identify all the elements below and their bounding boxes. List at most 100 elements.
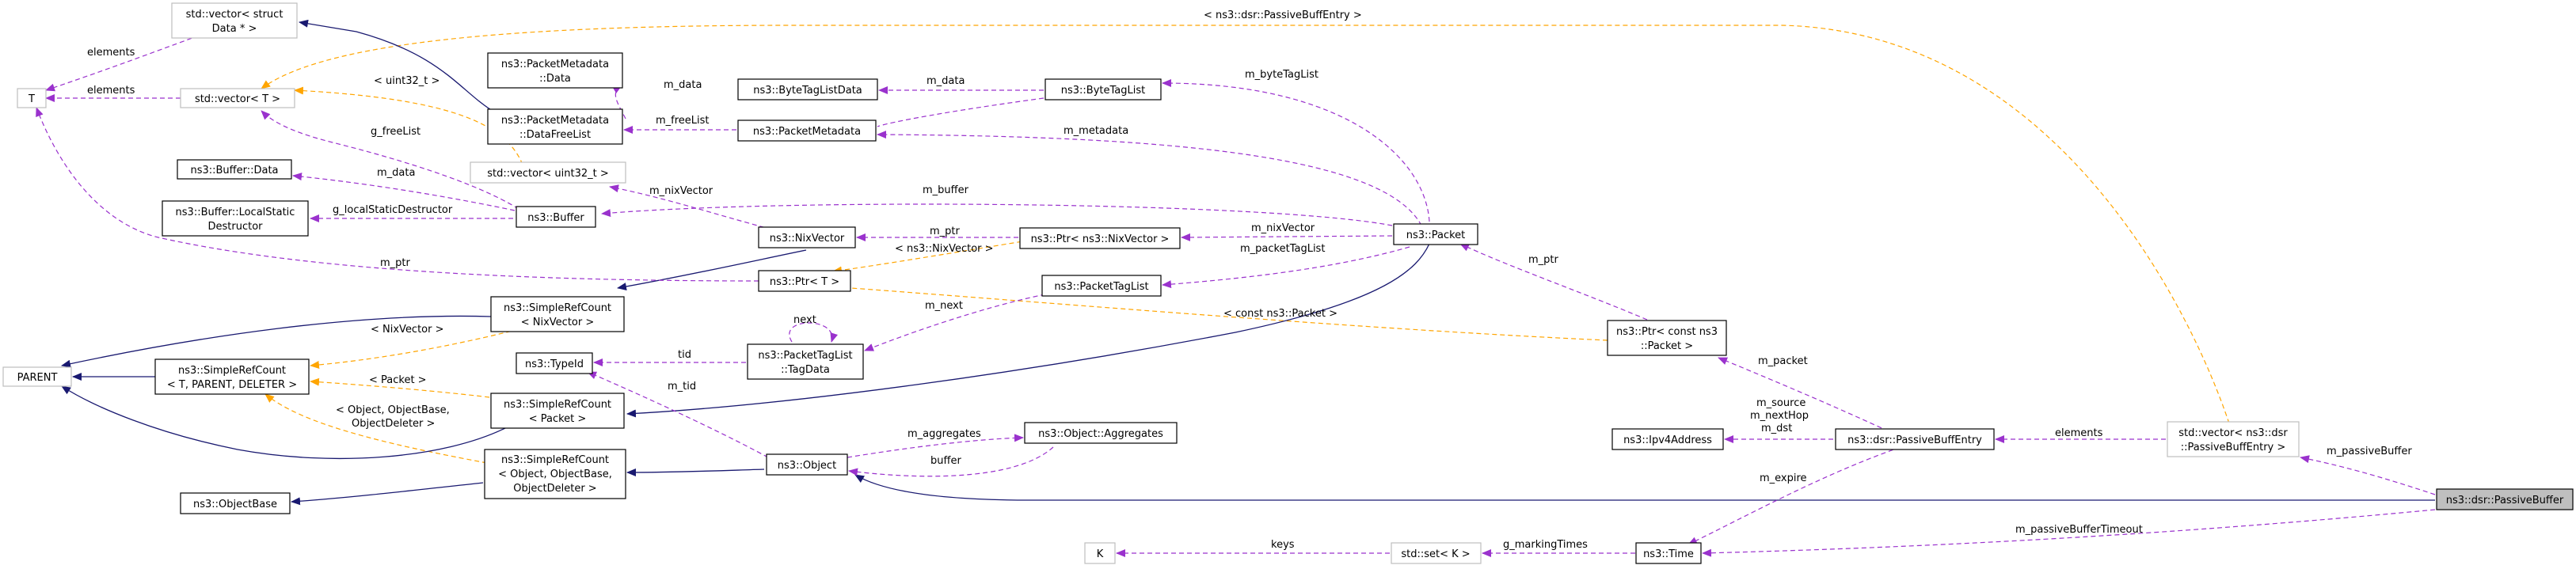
node-label: ns3::Object: [778, 460, 836, 472]
label-elements-3: elements: [2055, 427, 2103, 439]
node-packettaglist[interactable]: ns3::PacketTagList: [1041, 275, 1162, 297]
node-srcount-nix[interactable]: ns3::SimpleRefCount < NixVector >: [490, 296, 625, 332]
node-label: ns3::Object::Aggregates: [1038, 428, 1163, 440]
node-label: ::Data: [539, 73, 571, 85]
node-object[interactable]: ns3::Object: [766, 453, 848, 476]
label-elements-2: elements: [87, 85, 135, 97]
node-label: ns3::PacketMetadata: [501, 59, 609, 70]
node-label: ns3::PacketMetadata: [753, 126, 861, 138]
node-pm-dfl[interactable]: ns3::PacketMetadata ::DataFreeList: [487, 108, 623, 145]
label-g-markingtimes: g_markingTimes: [1503, 539, 1588, 551]
node-buffer-lsd[interactable]: ns3::Buffer::LocalStatic Destructor: [162, 200, 309, 237]
node-ptr-nix[interactable]: ns3::Ptr< ns3::NixVector >: [1019, 227, 1181, 249]
edge-ptr-const-packet-to-ptr-t: [807, 281, 1608, 341]
node-K[interactable]: K: [1084, 542, 1116, 564]
node-vector-pbe[interactable]: std::vector< ns3::dsr ::PassiveBuffEntry…: [2167, 421, 2300, 457]
node-label: ns3::Ptr< ns3::NixVector >: [1031, 233, 1170, 245]
node-nixvector[interactable]: ns3::NixVector: [758, 226, 856, 248]
node-label: ns3::Ptr< T >: [770, 276, 839, 288]
node-vector-struct-data[interactable]: std::vector< struct Data * >: [171, 2, 298, 39]
node-label: < Object, ObjectBase,: [498, 468, 612, 480]
node-label: ns3::ByteTagList: [1061, 85, 1145, 97]
label-m-aggregates: m_aggregates: [907, 428, 981, 440]
node-set-K[interactable]: std::set< K >: [1391, 542, 1482, 564]
edge-vector-struct-data-to-T: [45, 29, 215, 92]
label-m-metadata: m_metadata: [1064, 125, 1128, 137]
label-uint32-template: < uint32_t >: [374, 75, 439, 87]
label-m-next: m_next: [925, 300, 963, 312]
edge-packetmetadata-to-m-data-target: [877, 97, 1044, 127]
node-label: ns3::TypeId: [525, 358, 584, 370]
node-label: Data * >: [212, 23, 257, 35]
label-keys: keys: [1271, 539, 1295, 551]
node-label: ns3::SimpleRefCount: [504, 302, 611, 314]
edge-packettaglist-to-tagdata: [864, 292, 1054, 351]
edge-ptr-nix-to-ptr-t: [832, 238, 1038, 275]
edge-srcount-obj-to-srcount-tpl: [264, 393, 488, 464]
label-pbe-template: < ns3::dsr::PassiveBuffEntry >: [1204, 9, 1362, 21]
label-m-expire: m_expire: [1760, 472, 1807, 484]
label-object-template-line1: < Object, ObjectBase,: [336, 404, 450, 416]
label-m-buffer: m_buffer: [923, 184, 969, 196]
edge-pbe-to-ptr-const-packet: [1718, 357, 1889, 432]
node-packet[interactable]: ns3::Packet: [1393, 223, 1478, 245]
node-vector-T[interactable]: std::vector< T >: [180, 88, 295, 108]
label-g-freelist: g_freeList: [371, 126, 420, 138]
label-m-nixvector-2: m_nixVector: [1251, 222, 1315, 234]
node-packetmetadata[interactable]: ns3::PacketMetadata: [737, 119, 877, 142]
label-nixvector-template-2: < NixVector >: [371, 324, 444, 336]
node-srcount-tpl[interactable]: ns3::SimpleRefCount < T, PARENT, DELETER…: [154, 358, 310, 395]
node-label: ns3::ByteTagListData: [753, 85, 862, 97]
node-T[interactable]: T: [17, 88, 47, 108]
node-aggregates[interactable]: ns3::Object::Aggregates: [1024, 422, 1178, 444]
label-m-nexthop: m_nextHop: [1750, 410, 1809, 422]
node-label: Destructor: [207, 221, 263, 233]
label-packet-template: < Packet >: [369, 374, 427, 386]
node-buffer[interactable]: ns3::Buffer: [516, 206, 596, 228]
node-passivebuffer[interactable]: ns3::dsr::PassiveBuffer: [2436, 488, 2574, 510]
node-bytetaglistdata[interactable]: ns3::ByteTagListData: [737, 78, 878, 101]
node-label: ns3::Ptr< const ns3: [1616, 326, 1718, 338]
node-buffer-data[interactable]: ns3::Buffer::Data: [177, 159, 292, 180]
node-typeid[interactable]: ns3::TypeId: [516, 352, 593, 374]
edge-passivebuffer-to-vector-pbe: [2300, 455, 2436, 495]
edge-buffer-data-to-buffer: [292, 173, 516, 211]
node-ptr-const-packet[interactable]: ns3::Ptr< const ns3 ::Packet >: [1607, 320, 1727, 356]
node-time[interactable]: ns3::Time: [1635, 542, 1702, 564]
node-label: ns3::SimpleRefCount: [501, 454, 609, 466]
edge-packet-to-bytetaglist: [1162, 79, 1430, 222]
edge-ptr-t-to-T: [36, 107, 759, 282]
node-srcount-pkt[interactable]: ns3::SimpleRefCount < Packet >: [490, 393, 625, 429]
node-label: ObjectDeleter >: [513, 483, 596, 495]
node-label: ns3::Buffer: [527, 212, 584, 224]
node-bytetaglist[interactable]: ns3::ByteTagList: [1044, 78, 1162, 101]
label-object-template-line2: ObjectDeleter >: [352, 418, 435, 430]
node-passivebuffentry[interactable]: ns3::dsr::PassiveBuffEntry: [1835, 428, 1995, 450]
label-m-data-1: m_data: [664, 79, 702, 91]
node-ptr-T[interactable]: ns3::Ptr< T >: [758, 270, 851, 292]
edge-labels: elements elements < ns3::dsr::PassiveBuf…: [87, 9, 2412, 551]
node-label: < NixVector >: [521, 317, 595, 328]
node-label: ::Packet >: [1641, 340, 1693, 352]
node-vector-uint32[interactable]: std::vector< uint32_t >: [470, 161, 626, 184]
node-pm-data[interactable]: ns3::PacketMetadata ::Data: [487, 52, 623, 89]
node-ipv4address[interactable]: ns3::Ipv4Address: [1611, 428, 1724, 450]
node-label: ns3::PacketTagList: [758, 350, 852, 362]
edge-object-to-srcount-obj: [626, 468, 765, 476]
edge-packet-to-buffer: [601, 203, 1393, 226]
label-m-dst: m_dst: [1761, 423, 1792, 434]
node-label: ns3::ObjectBase: [193, 499, 277, 510]
node-ptl-tagdata[interactable]: ns3::PacketTagList ::TagData: [747, 343, 864, 380]
label-const-packet-template: < const ns3::Packet >: [1223, 308, 1337, 320]
edge-passivebuffer-to-object: [854, 474, 2435, 501]
node-label: ns3::PacketMetadata: [501, 115, 609, 127]
node-srcount-obj[interactable]: ns3::SimpleRefCount < Object, ObjectBase…: [484, 449, 626, 499]
node-objectbase[interactable]: ns3::ObjectBase: [180, 492, 291, 514]
node-label: std::vector< struct: [186, 9, 283, 21]
edge-pm-dfl-to-vector-struct-data: [299, 19, 496, 113]
node-label: K: [1097, 548, 1104, 560]
node-PARENT[interactable]: PARENT: [2, 366, 72, 387]
edge-srcount-nix-to-parent: [61, 315, 492, 368]
